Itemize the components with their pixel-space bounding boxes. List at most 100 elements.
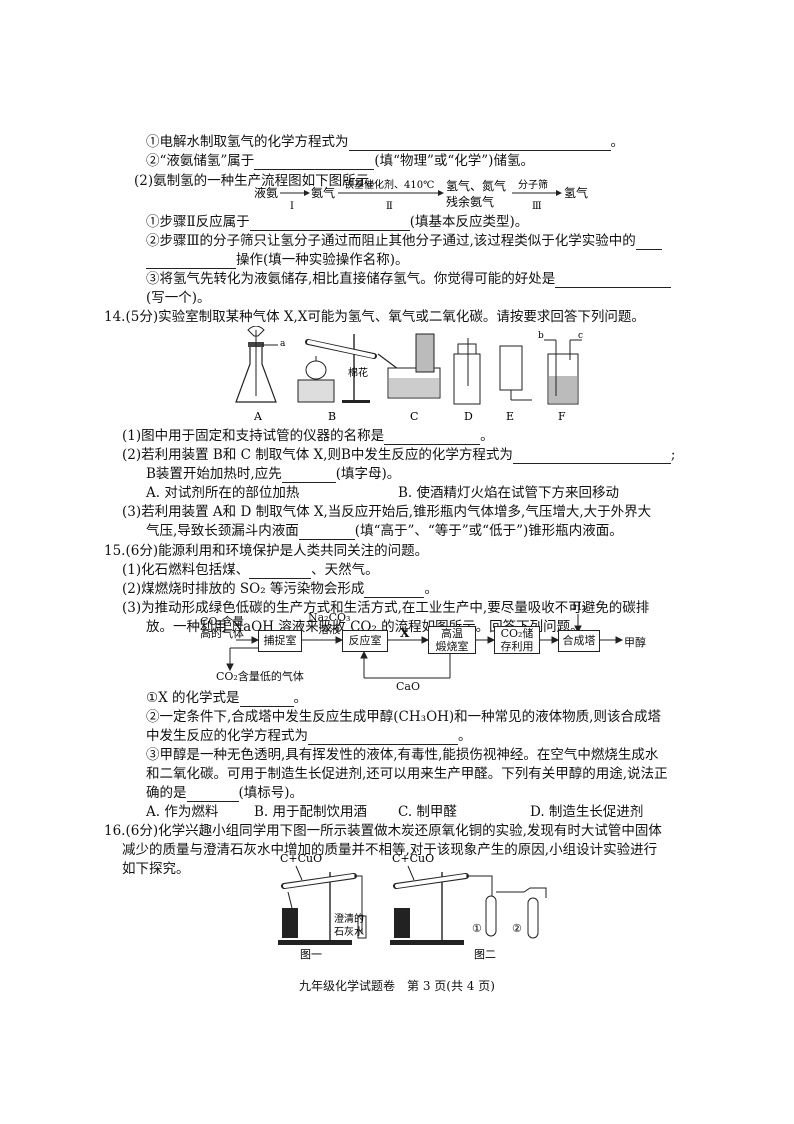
tag-a: a bbox=[280, 339, 286, 349]
q13-line-1: ①电解水制取氢气的化学方程式为。 bbox=[146, 134, 624, 151]
flow-step3: Ⅲ bbox=[532, 201, 542, 212]
answer-blank[interactable] bbox=[384, 430, 481, 445]
cuo-label-1: C+CuO bbox=[280, 852, 322, 865]
q13-line-3: (2)氨制氢的一种生产流程图如下图所示。 bbox=[134, 173, 383, 189]
q14-apparatus-figure: a A 棉花 B C D E bbox=[235, 326, 583, 423]
q15-opt-b: B. 用于配制饮用酒 bbox=[254, 804, 368, 820]
ammonia-flow-diagram: 液氨 Ⅰ 氨气 铁基催化剂、410℃ Ⅱ 氢气、氮气 残余氨气 分子筛 Ⅲ 氢气 bbox=[254, 178, 588, 212]
answer-blank[interactable] bbox=[249, 216, 410, 231]
answer-blank[interactable] bbox=[555, 273, 672, 288]
co2-flow-diagram: CO₂含量 高的气体 捕捉室 Na₂CO₃ 溶液 反应室 X 高温 煅烧室 CO… bbox=[196, 600, 656, 696]
flow-mid1: 氨气 bbox=[311, 185, 335, 200]
answer-blank[interactable] bbox=[298, 525, 355, 540]
tube-1-label: ① bbox=[472, 922, 482, 935]
flow-sieve: 分子筛 bbox=[518, 178, 548, 191]
flow-catalyst: 铁基催化剂、410℃ bbox=[344, 178, 434, 191]
fig1-caption: 图一 bbox=[300, 948, 322, 960]
apparatus-e: E bbox=[499, 345, 532, 423]
q13-line-6: 操作(填一种实验操作名称)。 bbox=[146, 252, 409, 269]
calcination-chamber: 高温 煅烧室 bbox=[428, 626, 476, 654]
tag-c: c bbox=[578, 331, 583, 341]
limewater-label-1: 澄清的 bbox=[334, 912, 364, 925]
flow-mid2a: 氢气、氮气 bbox=[446, 178, 506, 193]
q15-stem: 15.(6分)能源利用和环境保护是人类共同关注的问题。 bbox=[104, 543, 429, 559]
answer-blank[interactable] bbox=[281, 468, 336, 483]
q15-s2b: 中发生反应的化学方程式为。 bbox=[146, 728, 472, 745]
flow-arrows bbox=[226, 614, 624, 679]
q15-opt-a: A. 作为燃料 bbox=[146, 804, 219, 820]
flow-step1: Ⅰ bbox=[290, 201, 294, 212]
q13-line-8: (写一个)。 bbox=[146, 290, 211, 306]
q13-line-4: ①步骤Ⅱ反应属于(填基本反应类型)。 bbox=[146, 214, 529, 231]
reaction-chamber: 反应室 bbox=[342, 630, 388, 652]
q15-p2: (2)煤燃烧时排放的 SO₂ 等污染物会形成。 bbox=[122, 581, 438, 598]
cuo-label-2: C+CuO bbox=[392, 852, 434, 865]
label-f: F bbox=[558, 410, 566, 423]
page-footer: 九年级化学试题卷 第 3 页(共 4 页) bbox=[299, 979, 495, 993]
h2-label: H₂ bbox=[572, 600, 587, 613]
low-co2-output: CO₂含量低的气体 bbox=[216, 670, 304, 683]
q16-l1: 16.(6分)化学兴趣小组同学用下图一所示装置做木炭还原氧化铜的实验,发现有时大… bbox=[104, 823, 662, 839]
flow-start: 液氨 bbox=[254, 185, 278, 200]
cao-label: CaO bbox=[396, 680, 420, 693]
q14-opt-b: B. 使酒精灯火焰在试管下方来回移动 bbox=[398, 485, 620, 501]
co2-storage: CO₂储 存利用 bbox=[494, 626, 540, 654]
limewater-label-2: 石灰水 bbox=[334, 925, 364, 938]
flow-arrowhead bbox=[556, 190, 562, 196]
q15-s3a: ③甲醇是一种无色透明,具有挥发性的液体,有毒性,能损伤视神经。在空气中燃烧生成水 bbox=[146, 747, 659, 763]
synthesis-tower: 合成塔 bbox=[558, 630, 600, 652]
answer-blank[interactable] bbox=[512, 449, 671, 464]
tag-b: b bbox=[538, 331, 544, 341]
label-b: B bbox=[328, 410, 336, 423]
x-label: X bbox=[400, 626, 410, 640]
flow-end: 氢气 bbox=[564, 185, 588, 200]
answer-blank[interactable] bbox=[364, 583, 425, 598]
q15-opt-d: D. 制造生长促进剂 bbox=[530, 804, 644, 820]
answer-blank[interactable] bbox=[186, 787, 239, 802]
label-cotton: 棉花 bbox=[348, 366, 368, 379]
label-e: E bbox=[506, 410, 514, 423]
q16-apparatus-figure: C+CuO 澄清的 石灰水 图一 C+CuO ① ② 图二 bbox=[278, 852, 547, 960]
q15-p3a: (3)为推动形成绿色低碳的生产方式和生活方式,在工业生产中,要尽量吸收不可避免的… bbox=[122, 600, 650, 616]
apparatus-b: 棉花 B bbox=[297, 334, 377, 423]
answer-blank[interactable] bbox=[254, 155, 375, 170]
answer-blank[interactable] bbox=[635, 235, 662, 250]
apparatus-a: a A bbox=[235, 326, 286, 423]
label-d: D bbox=[464, 410, 473, 423]
apparatus-f: b c F bbox=[538, 331, 583, 423]
answer-blank[interactable] bbox=[239, 692, 294, 707]
q15-s2a: ②一定条件下,合成塔中发生反应生成甲醇(CH₃OH)和一种常见的液体物质,则该合… bbox=[146, 709, 661, 725]
apparatus-d: D bbox=[453, 338, 481, 423]
flow-input: CO₂含量 高的气体 bbox=[200, 615, 244, 640]
answer-blank[interactable] bbox=[348, 136, 611, 151]
q14-p3b: 气压,导致长颈漏斗内液面(填“高于”、“等于”或“低于”)锥形瓶内液面。 bbox=[146, 523, 623, 540]
q14-p3a: (3)若利用装置 A和 D 制取气体 X,当反应开始后,锥形瓶内气体增多,气压增… bbox=[122, 504, 652, 520]
q14-p2: (2)若利用装置 B和 C 制取气体 X,则B中发生反应的化学方程式为; bbox=[122, 447, 676, 464]
figure-one: C+CuO 澄清的 石灰水 图一 bbox=[278, 852, 367, 960]
methanol-label: 甲醇 bbox=[624, 636, 646, 649]
label-a: A bbox=[253, 410, 263, 423]
answer-blank[interactable] bbox=[249, 564, 312, 579]
q15-s1: ①X 的化学式是。 bbox=[146, 690, 308, 707]
fig2-caption: 图二 bbox=[474, 948, 496, 960]
flow-mid2b: 残余氨气 bbox=[446, 194, 494, 209]
q15-opt-c: C. 制甲醛 bbox=[398, 804, 457, 820]
q13-line-5: ②步骤Ⅲ的分子筛只让氢分子通过而阻止其他分子通过,该过程类似于化学实验中的 bbox=[146, 233, 662, 250]
answer-blank[interactable] bbox=[146, 254, 236, 269]
q13-line-2: ②“液氨储氢”属于(填“物理”或“化学”)储氢。 bbox=[146, 153, 534, 170]
q14-opt-a: A. 对试剂所在的部位加热 bbox=[146, 485, 300, 501]
na2co3-label: Na₂CO₃ 溶液 bbox=[308, 611, 351, 636]
q13-line-7: ③将氢气先转化为液氨储存,相比直接储存氢气。你觉得可能的好处是 bbox=[146, 271, 672, 288]
q16-l3: 如下探究。 bbox=[122, 861, 190, 877]
capture-chamber: 捕捉室 bbox=[258, 630, 302, 652]
q15-s3b: 和二氧化碳。可用于制造生长促进剂,还可以用来生产甲醛。下列有关甲醇的用途,说法正 bbox=[146, 766, 668, 782]
q14-p1: (1)图中用于固定和支持试管的仪器的名称是。 bbox=[122, 428, 494, 445]
q16-l2: 减少的质量与澄清石灰水中增加的质量并不相等,对于该现象产生的原因,小组设计实验进… bbox=[122, 842, 658, 858]
figure-two: C+CuO ① ② 图二 bbox=[390, 852, 547, 960]
apparatus-c: C bbox=[377, 333, 441, 423]
tube-2-label: ② bbox=[512, 922, 522, 935]
answer-blank[interactable] bbox=[308, 730, 458, 745]
q14-stem: 14.(5分)实验室制取某种气体 X,X可能为氢气、氧气或二氧化碳。请按要求回答… bbox=[104, 309, 645, 325]
q14-p2c: B装置开始加热时,应先(填字母)。 bbox=[146, 466, 401, 483]
flow-arrowhead bbox=[304, 190, 310, 196]
